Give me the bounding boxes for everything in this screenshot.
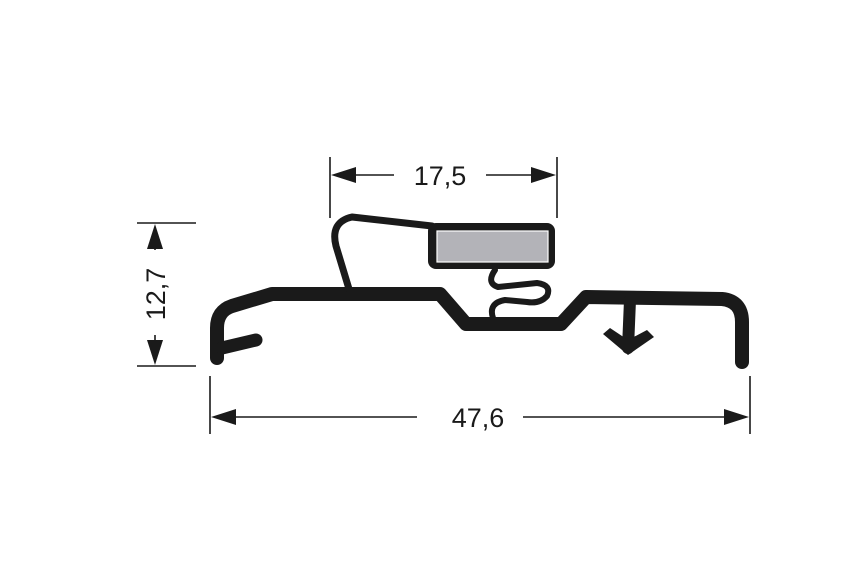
bellows bbox=[488, 267, 552, 321]
dimension-top-width: 17,5 bbox=[329, 157, 558, 218]
arrow-right-icon bbox=[531, 167, 556, 183]
gasket-profile bbox=[210, 213, 749, 369]
dimension-label-total-width: 47,6 bbox=[452, 403, 505, 433]
dimension-height: 12,7 bbox=[137, 222, 196, 367]
arrow-right-icon bbox=[724, 409, 749, 425]
magnet-insert bbox=[436, 230, 549, 263]
arrow-down-icon bbox=[147, 340, 163, 365]
dimension-label-top-width: 17,5 bbox=[414, 161, 467, 191]
left-hook-finger bbox=[215, 333, 263, 355]
bulb-wall bbox=[331, 213, 436, 293]
arrow-up-icon bbox=[147, 224, 163, 249]
dimension-total-width: 47,6 bbox=[209, 376, 751, 434]
dimension-label-height: 12,7 bbox=[141, 268, 171, 321]
base-flange bbox=[210, 287, 749, 369]
anchor-barb-icon bbox=[603, 328, 654, 355]
arrow-left-icon bbox=[331, 167, 356, 183]
arrow-left-icon bbox=[211, 409, 236, 425]
